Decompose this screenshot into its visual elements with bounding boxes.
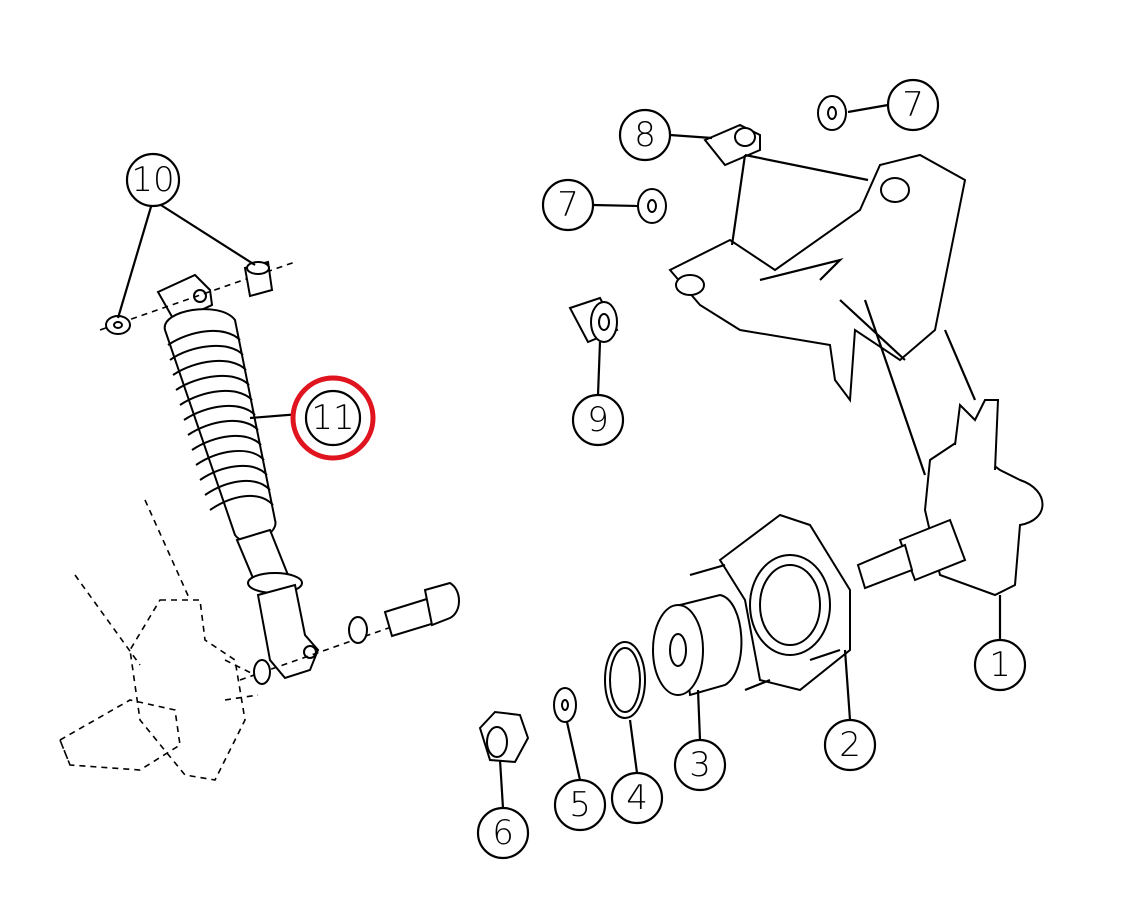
bolt-and-washers — [239, 581, 460, 685]
svg-text:10: 10 — [131, 160, 174, 200]
svg-text:6: 6 — [492, 813, 514, 853]
svg-text:5: 5 — [569, 785, 591, 825]
dashed-spindle-outline — [58, 499, 259, 781]
callout-8: 8 — [618, 108, 672, 162]
callout-1: 1 — [973, 638, 1027, 692]
shock-absorber — [156, 273, 320, 680]
leader-lines — [116, 103, 1002, 809]
callout-6: 6 — [476, 806, 530, 860]
washers-and-spacer — [568, 95, 847, 344]
svg-text:2: 2 — [839, 725, 861, 765]
suspension-arm — [668, 123, 977, 476]
callout-4: 4 — [610, 771, 664, 825]
callout-3: 3 — [673, 738, 727, 792]
svg-text:4: 4 — [626, 778, 648, 818]
bushings — [99, 260, 296, 335]
svg-text:7: 7 — [902, 85, 924, 125]
svg-text:3: 3 — [689, 745, 711, 785]
knuckle — [856, 399, 1044, 597]
hub — [689, 513, 851, 692]
callout-11: 11 — [290, 375, 376, 461]
callout-7-top: 7 — [886, 78, 940, 132]
svg-text:8: 8 — [634, 115, 656, 155]
callout-5: 5 — [553, 778, 607, 832]
svg-text:7: 7 — [557, 185, 579, 225]
svg-text:1: 1 — [989, 645, 1011, 685]
callout-10: 10 — [125, 152, 181, 208]
callout-2: 2 — [823, 718, 877, 772]
svg-text:11: 11 — [311, 398, 354, 438]
callout-7-left: 7 — [541, 178, 595, 232]
svg-text:9: 9 — [587, 400, 609, 440]
small-parts — [478, 593, 743, 764]
callout-9: 9 — [571, 393, 625, 447]
